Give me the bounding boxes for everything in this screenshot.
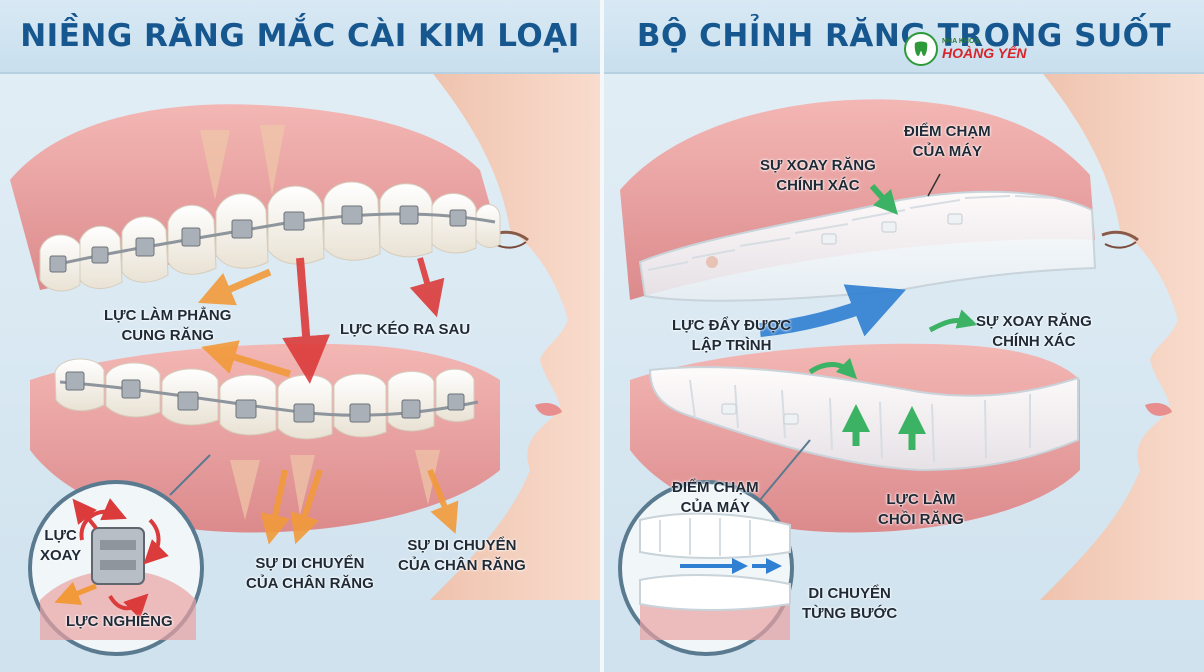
label-line: CHỒI RĂNG [878,511,964,528]
label-line: CHÍNH XÁC [992,333,1076,350]
label-line: LỰC KÉO RA SAU [340,321,471,338]
label-line: SỰ DI CHUYỂN [407,537,517,554]
label-line: LẬP TRÌNH [691,337,772,354]
label-line: ĐIỂM CHẠM [672,479,759,496]
left-force-arrows [197,257,459,545]
label-line: SỰ XOAY RĂNG [976,313,1092,330]
logo-brand-text: HOÀNG YẾN [942,44,1027,61]
label-line: ĐIỂM CHẠM [904,123,991,140]
label-line: CỦA CHÂN RĂNG [398,557,526,574]
label-machine-contact-top: ĐIỂM CHẠM CỦA MÁY [904,122,991,162]
right-panel-title: BỘ CHỈNH RĂNG TRONG SUỐT [636,18,1172,54]
label-precise-rotation-mid: SỰ XOAY RĂNG CHÍNH XÁC [976,312,1092,352]
right-face [1040,70,1204,600]
left-upper-archwire [49,205,496,273]
label-extrusion-force: LỰC LÀM CHỒI RĂNG [878,490,964,530]
label-flatten-force: LỰC LÀM PHẲNG CUNG RĂNG [104,306,231,346]
label-line: CUNG RĂNG [121,327,214,344]
label-tilt-force: LỰC NGHIÊNG [66,612,173,632]
label-line: SỰ DI CHUYỂN [255,555,365,572]
label-root-movement-2: SỰ DI CHUYỂN CỦA CHÂN RĂNG [398,536,526,576]
label-line: LỰC LÀM [886,491,956,508]
label-line: CỦA MÁY [912,143,983,160]
right-upper-aligner [638,190,1097,302]
label-rotation-force: LỰC XOAY [40,526,81,566]
label-pullback-force: LỰC KÉO RA SAU [340,320,470,340]
aligner-inset [618,439,811,656]
label-machine-contact-inset: ĐIỂM CHẠM CỦA MÁY [672,478,759,518]
label-line: LỰC NGHIÊNG [66,613,173,630]
label-line: LỰC [44,527,77,544]
label-line: CHÍNH XÁC [776,177,860,194]
label-line: TỪNG BƯỚC [802,605,898,622]
label-line: SỰ XOAY RĂNG [760,157,876,174]
logo-text: NHA KHOA HOÀNG YẾN [942,38,1027,61]
left-panel-title: NIỀNG RĂNG MẮC CÀI KIM LOẠI [20,18,580,54]
label-root-movement-1: SỰ DI CHUYỂN CỦA CHÂN RĂNG [246,554,374,594]
label-programmed-push: LỰC ĐẨY ĐƯỢC LẬP TRÌNH [672,316,791,356]
left-header: NIỀNG RĂNG MẮC CÀI KIM LOẠI [0,0,600,74]
right-header: BỘ CHỈNH RĂNG TRONG SUỐT [604,0,1204,74]
label-line: CỦA CHÂN RĂNG [246,575,374,592]
bracket-inset [28,454,211,656]
label-line: CỦA MÁY [680,499,751,516]
left-lower-archwire [59,371,479,423]
label-stepwise-movement: DI CHUYỂN TỪNG BƯỚC [802,584,897,624]
logo-small-text: NHA KHOA [942,37,980,45]
label-line: LỰC ĐẨY ĐƯỢC [672,317,792,334]
label-line: XOAY [40,547,82,564]
tooth-logo-icon [904,32,938,66]
panel-divider [600,0,604,672]
label-line: DI CHUYỂN [808,585,891,602]
label-line: LỰC LÀM PHẲNG [104,307,232,324]
label-precise-rotation-top: SỰ XOAY RĂNG CHÍNH XÁC [760,156,876,196]
clinic-logo: NHA KHOA HOÀNG YẾN [904,32,1027,66]
right-force-arrows [759,173,978,450]
